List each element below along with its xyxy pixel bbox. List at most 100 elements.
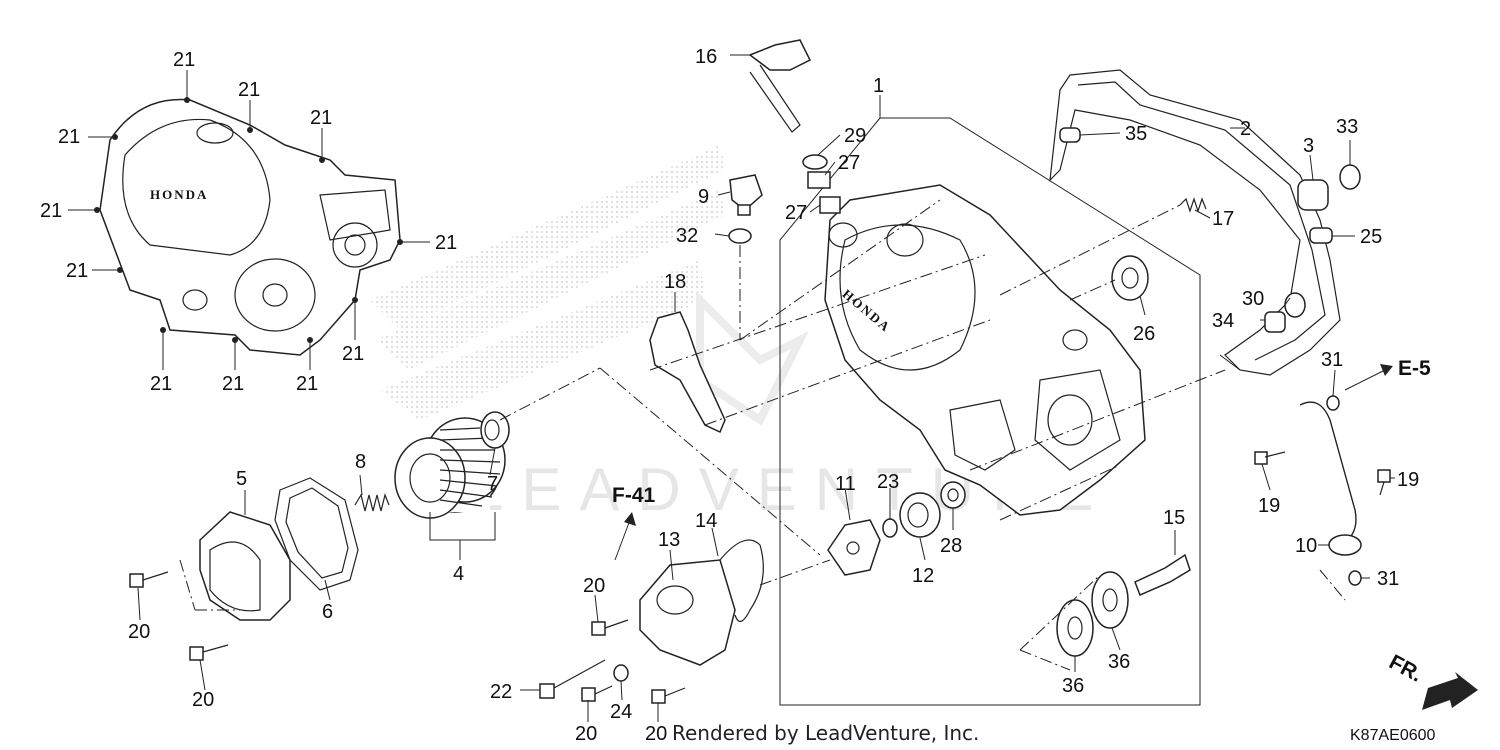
callout-20-c: 20 bbox=[583, 575, 605, 597]
water-pump-body bbox=[639, 539, 764, 666]
pipe-16 bbox=[748, 39, 812, 133]
callout-5: 5 bbox=[236, 468, 247, 490]
callout-21-e: 21 bbox=[40, 200, 62, 222]
callout-1: 1 bbox=[873, 75, 884, 97]
front-direction-arrow bbox=[1422, 672, 1478, 710]
callout-4: 4 bbox=[453, 563, 464, 585]
callout-10: 10 bbox=[1295, 535, 1317, 557]
callout-9: 9 bbox=[698, 186, 709, 208]
callout-34: 34 bbox=[1212, 310, 1234, 332]
callout-27-b: 27 bbox=[785, 202, 807, 224]
callout-21-h: 21 bbox=[150, 373, 172, 395]
left-crankcase-cover bbox=[99, 98, 401, 356]
callout-21-g: 21 bbox=[66, 260, 88, 282]
bolt-19-a bbox=[1254, 451, 1286, 465]
callout-12: 12 bbox=[912, 565, 934, 587]
callout-28: 28 bbox=[940, 535, 962, 557]
callout-22: 22 bbox=[490, 681, 512, 703]
callout-24: 24 bbox=[610, 701, 632, 723]
dowel-34 bbox=[1264, 311, 1286, 333]
right-crankcase-cover bbox=[824, 184, 1146, 516]
callout-25: 25 bbox=[1360, 226, 1382, 248]
callout-21-a: 21 bbox=[173, 49, 195, 71]
bearing-36-a bbox=[1056, 599, 1094, 657]
washer-23 bbox=[882, 518, 898, 538]
ref-f41-label[interactable]: F-41 bbox=[612, 484, 656, 507]
credit-text: Rendered by LeadVenture, Inc. bbox=[672, 721, 979, 745]
callout-29: 29 bbox=[844, 125, 866, 147]
callout-14: 14 bbox=[695, 510, 717, 532]
shaft-15 bbox=[1134, 553, 1191, 596]
bolts-20 bbox=[129, 571, 686, 704]
callout-21-d: 21 bbox=[310, 107, 332, 129]
callout-36-b: 36 bbox=[1108, 651, 1130, 673]
pipe-10 bbox=[1299, 401, 1362, 556]
oil-filter bbox=[394, 417, 506, 519]
bearing-26 bbox=[1111, 255, 1149, 301]
ref-arrow-f41[interactable] bbox=[614, 512, 636, 561]
assembly-lines bbox=[179, 199, 1346, 671]
callout-20-e: 20 bbox=[645, 723, 667, 745]
callout-2: 2 bbox=[1240, 118, 1251, 140]
bearing-36-b bbox=[1091, 571, 1129, 629]
bracket-18 bbox=[649, 311, 726, 434]
collars-27-29 bbox=[802, 154, 841, 214]
callout-13: 13 bbox=[658, 529, 680, 551]
callout-21-k: 21 bbox=[342, 343, 364, 365]
bolt-22 bbox=[539, 659, 606, 699]
callout-31-b: 31 bbox=[1377, 568, 1399, 590]
callout-19-a: 19 bbox=[1258, 495, 1280, 517]
spring-8 bbox=[354, 493, 390, 512]
callout-18: 18 bbox=[664, 271, 686, 293]
bearing-28 bbox=[940, 481, 966, 509]
leader-lines bbox=[68, 54, 1395, 722]
front-direction-label: FR. bbox=[1385, 651, 1426, 687]
oil-seal-12 bbox=[899, 492, 941, 538]
callout-labels: 1 2 3 4 5 6 7 8 9 10 11 12 13 14 15 16 1… bbox=[40, 46, 1419, 745]
callout-31-a: 31 bbox=[1321, 349, 1343, 371]
callout-20-b: 20 bbox=[192, 689, 214, 711]
callout-7: 7 bbox=[487, 473, 498, 495]
callout-36-a: 36 bbox=[1062, 675, 1084, 697]
callout-30: 30 bbox=[1242, 288, 1264, 310]
callout-23: 23 bbox=[877, 471, 899, 493]
callout-27-a: 27 bbox=[838, 152, 860, 174]
callout-21-b: 21 bbox=[58, 126, 80, 148]
callout-26: 26 bbox=[1133, 323, 1155, 345]
callout-20-a: 20 bbox=[128, 621, 150, 643]
honda-wing-watermark bbox=[370, 145, 809, 426]
callout-33: 33 bbox=[1336, 116, 1358, 138]
washer-31-b bbox=[1348, 570, 1362, 586]
washer-24 bbox=[613, 664, 629, 682]
callout-35: 35 bbox=[1125, 123, 1147, 145]
callout-8: 8 bbox=[355, 451, 366, 473]
callout-20-d: 20 bbox=[575, 723, 597, 745]
dowel-35 bbox=[1059, 127, 1081, 143]
washer-33 bbox=[1339, 164, 1361, 190]
cover-brand-left: HONDA bbox=[150, 187, 208, 202]
dowel-3 bbox=[1297, 179, 1329, 211]
callout-21-c: 21 bbox=[238, 79, 260, 101]
spring-17 bbox=[1179, 197, 1207, 213]
bolt-19-b bbox=[1377, 469, 1391, 496]
callout-21-f: 21 bbox=[435, 232, 457, 254]
callout-16: 16 bbox=[695, 46, 717, 68]
callout-32: 32 bbox=[676, 225, 698, 247]
callout-19-b: 19 bbox=[1397, 469, 1419, 491]
impeller-11 bbox=[827, 519, 881, 576]
filler-cap-9 bbox=[728, 174, 763, 244]
callout-17: 17 bbox=[1212, 208, 1234, 230]
callout-3: 3 bbox=[1303, 135, 1314, 157]
ref-e5-label[interactable]: E-5 bbox=[1398, 357, 1431, 380]
callout-21-i: 21 bbox=[222, 373, 244, 395]
callout-21-j: 21 bbox=[296, 373, 318, 395]
callout-6: 6 bbox=[322, 601, 333, 623]
diagram-code: K87AE0600 bbox=[1350, 727, 1436, 744]
callout-15: 15 bbox=[1163, 507, 1185, 529]
ref-arrow-e5[interactable] bbox=[1344, 364, 1393, 391]
washer-31-a bbox=[1326, 395, 1340, 411]
callout-11: 11 bbox=[835, 473, 856, 495]
gasket-6 bbox=[274, 477, 359, 591]
washer-30 bbox=[1284, 292, 1306, 318]
